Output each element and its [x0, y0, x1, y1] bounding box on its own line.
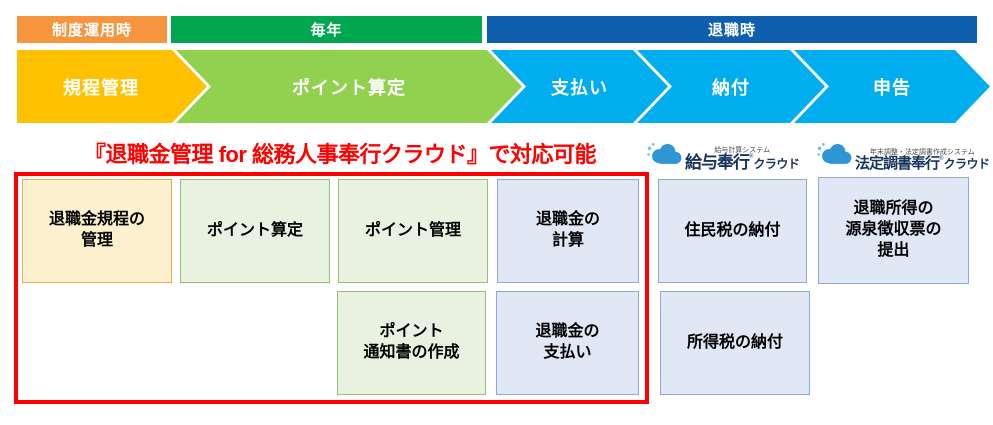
- phase-bar-retirement: 退職時: [487, 16, 977, 43]
- phase-bar-annual: 毎年: [171, 16, 482, 43]
- phase-bar-operation: 制度運用時: [17, 16, 167, 43]
- cloud-icon: [816, 140, 854, 172]
- card-withholding-slip-submission: 退職所得の 源泉徴収票の 提出: [818, 177, 969, 284]
- hotei-chosho-bugyo-cloud-logo: 年末調整・法定調書作成システム 法定調書奉行®クラウド: [816, 131, 992, 173]
- card-severance-calculation: 退職金の 計算: [497, 179, 639, 283]
- supported-scope-title: 『退職金管理 for 総務人事奉行クラウド』で対応可能: [83, 142, 597, 167]
- arrow-label: ポイント算定: [292, 77, 406, 98]
- card-point-management: ポイント管理: [338, 179, 488, 283]
- card-severance-payment: 退職金の 支払い: [496, 291, 639, 395]
- card-point-calculation: ポイント算定: [180, 179, 330, 283]
- supported-scope-box: [14, 172, 649, 404]
- cloud-icon: [646, 140, 684, 172]
- card-regulation-management: 退職金規程の 管理: [22, 179, 172, 283]
- registered-mark: ®: [749, 154, 754, 161]
- registered-mark: ®: [939, 156, 944, 163]
- logo-caption: 給与計算システム: [714, 146, 771, 154]
- arrow-regulation-management: 規程管理: [17, 50, 207, 123]
- card-income-tax-payment: 所得税の納付: [660, 291, 810, 395]
- logo-suffix: クラウド: [943, 157, 990, 172]
- arrow-label: 申告: [873, 77, 911, 98]
- card-point-notice-creation: ポイント 通知書の作成: [337, 291, 486, 395]
- arrow-label: 支払い: [551, 77, 608, 98]
- arrow-label: 納付: [712, 77, 750, 98]
- logo-name: 給与奉行: [685, 153, 750, 173]
- kyuyo-bugyo-cloud-logo: 給与計算システム 給与奉行®クラウド: [646, 131, 814, 173]
- logo-name: 法定調書奉行: [855, 155, 940, 173]
- arrow-point-calculation: ポイント算定: [176, 50, 522, 123]
- card-resident-tax-payment: 住民税の納付: [658, 179, 807, 283]
- arrow-label: 規程管理: [63, 77, 139, 98]
- logo-suffix: クラウド: [753, 157, 800, 172]
- logo-caption: 年末調整・法定調書作成システム: [869, 148, 975, 156]
